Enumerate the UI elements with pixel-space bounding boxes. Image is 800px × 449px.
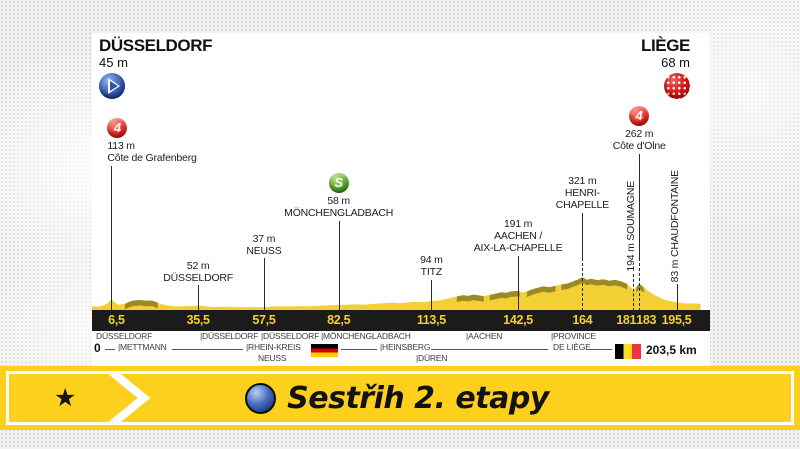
axis-zero-label: 0: [94, 341, 101, 355]
finish-elevation: 68 m: [661, 55, 690, 70]
total-distance-label: 203,5 km: [646, 343, 697, 357]
germany-flag-icon: [311, 344, 338, 357]
banner-title: Sestřih 2. etapy: [287, 380, 549, 416]
polka-dot-finish-icon: [664, 73, 690, 99]
play-icon: [99, 73, 125, 99]
axis-tick-82-5: 82,5: [327, 313, 351, 327]
axis-tick-164: 164: [572, 313, 593, 327]
banner-content: Sestřih 2. etapy: [0, 366, 800, 430]
axis-tick-57-5: 57,5: [252, 313, 276, 327]
finish-header: LIÈGE 68 m: [641, 36, 690, 104]
axis-tick-6-5: 6,5: [108, 313, 125, 327]
highlight-banner[interactable]: ★ Sestřih 2. etapy: [0, 366, 800, 430]
finish-city: LIÈGE: [640, 36, 690, 55]
axis-tick-113-5: 113,5: [416, 313, 446, 327]
belgium-flag-icon: [615, 344, 641, 359]
axis-tick-195-5: 195,5: [661, 313, 692, 327]
axis-tick-183: 183: [636, 313, 657, 327]
axis-tick-181: 181: [616, 313, 637, 327]
axis-tick-142-5: 142,5: [503, 313, 533, 327]
start-elevation: 45 m: [99, 55, 128, 70]
start-city: DÜSSELDORF: [99, 36, 213, 55]
blue-ball-icon: [245, 382, 277, 414]
axis-tick-35-5: 35,5: [186, 313, 210, 327]
start-header: DÜSSELDORF 45 m: [99, 36, 213, 104]
